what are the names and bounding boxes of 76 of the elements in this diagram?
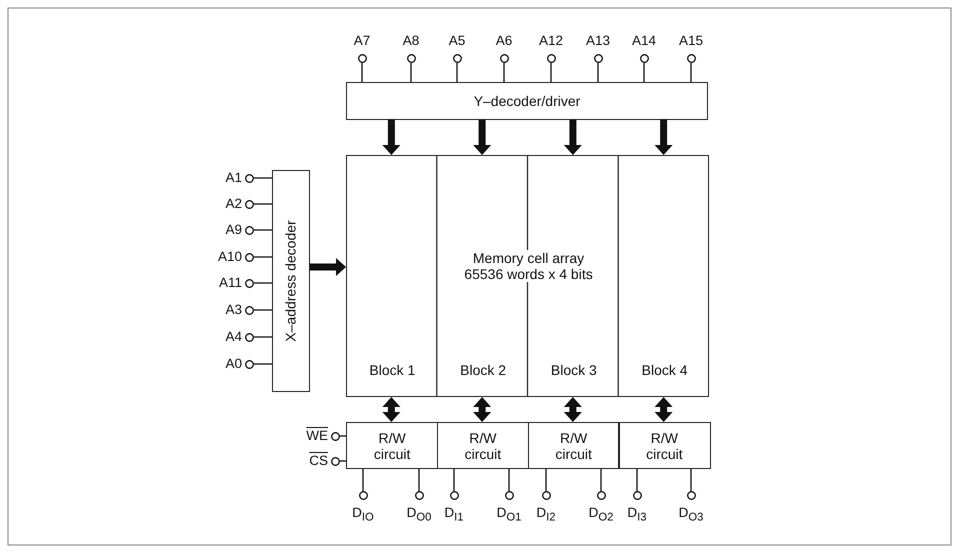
connector-line	[361, 63, 363, 82]
block-label: Block 2	[460, 362, 506, 378]
pin-label: CS	[309, 453, 328, 468]
pin-label: D$_{I3}$	[626, 505, 648, 526]
connector-line	[254, 177, 272, 179]
connector-line	[550, 63, 552, 82]
pin-label: A2	[225, 196, 242, 211]
connector-line	[597, 63, 599, 82]
box-label: R/W circuit	[554, 430, 593, 462]
block-label: Block 1	[369, 362, 416, 378]
circuit-box	[436, 422, 529, 469]
box-label: X–address decoder	[283, 220, 299, 342]
connector-line	[418, 469, 420, 491]
pin-label: A11	[218, 275, 242, 290]
pin-label: D$_{I1}$	[443, 505, 465, 526]
arrow	[654, 120, 673, 155]
circuit-box	[618, 422, 710, 469]
connector-line	[453, 469, 455, 491]
pin-label: D$_{I2}$	[535, 505, 557, 526]
box-label: Y–decoder/driver	[474, 93, 580, 109]
pin-label: A1	[225, 170, 242, 185]
arrow	[564, 120, 582, 155]
connector-line	[254, 336, 272, 338]
box-label: R/W circuit	[464, 430, 502, 462]
pin-label: A13	[584, 33, 612, 48]
arrow	[473, 397, 492, 422]
pin-label: A4	[225, 329, 242, 344]
pin-label: A14	[630, 33, 658, 48]
arrow	[382, 120, 400, 155]
pin-label: A15	[678, 33, 704, 48]
arrow	[473, 120, 492, 155]
circuit-box	[528, 422, 620, 469]
pin-label: A3	[225, 302, 242, 317]
connector-line	[254, 203, 272, 205]
arrow	[310, 258, 346, 276]
connector-line	[254, 309, 272, 311]
pin-label: A5	[448, 33, 466, 48]
pin-label: D$_{O1}$	[496, 505, 522, 526]
connector-line	[690, 63, 692, 82]
connector-line	[362, 469, 364, 491]
connector-line	[503, 63, 505, 82]
connector-line	[545, 469, 547, 491]
connector-line	[254, 282, 272, 284]
connector-line	[600, 469, 602, 491]
pin-label: A6	[494, 33, 514, 48]
arrow	[382, 397, 400, 422]
connector-line	[254, 363, 272, 365]
connector-line	[254, 256, 272, 258]
pin-label: A8	[402, 33, 420, 48]
pin-label: D$_{O2}$	[588, 505, 614, 526]
connector-line	[508, 469, 510, 491]
connector-line	[643, 63, 645, 82]
pin-label: D$_{IO}$	[351, 505, 375, 526]
arrow	[654, 397, 673, 422]
block-label: Block 3	[550, 362, 597, 378]
pin-label: D$_{O0}$	[406, 505, 432, 526]
connector-line	[636, 469, 638, 491]
pin-label: A12	[538, 33, 564, 48]
pin-label: A0	[225, 356, 242, 371]
pin-label: A7	[352, 33, 372, 48]
decoder-box	[346, 82, 708, 120]
block-label: Block 4	[642, 362, 688, 378]
memory-array-box	[346, 155, 709, 397]
box-label: R/W circuit	[372, 430, 412, 462]
pin-label: A9	[225, 222, 242, 237]
pin-label: WE	[306, 428, 328, 443]
pin-label: D$_{O3}$	[678, 505, 704, 526]
circuit-box	[346, 422, 438, 469]
connector-line	[254, 229, 272, 231]
connector-line	[410, 63, 412, 82]
connector-line	[456, 63, 458, 82]
connector-line	[690, 469, 692, 491]
decoder-box	[272, 170, 310, 392]
pin-label: A10	[218, 249, 242, 264]
arrow	[564, 397, 582, 422]
box-label: R/W circuit	[645, 430, 684, 462]
